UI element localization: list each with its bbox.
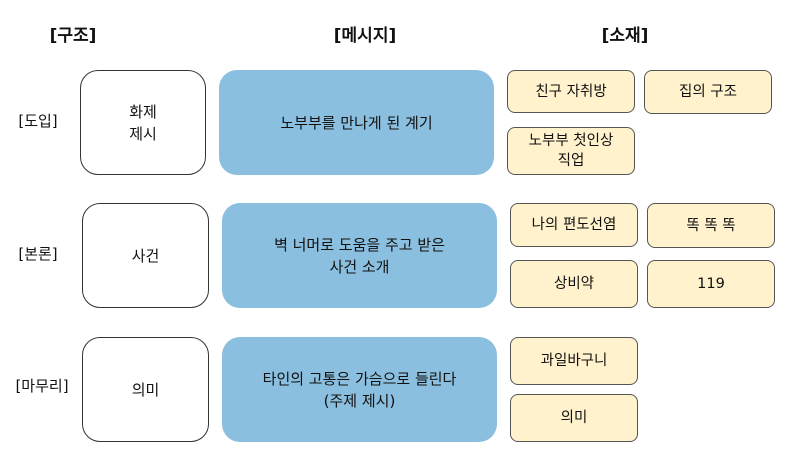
message-box-intro: 노부부를 만나게 된 계기 [219,70,494,175]
message-box-body: 벽 너머로 도움을 주고 받은 사건 소개 [222,203,497,308]
material-box: 의미 [510,394,638,442]
structure-box-body: 사건 [82,203,209,308]
header-structure: [구조] [49,25,97,46]
header-material: [소재] [601,25,649,46]
row-label-conclusion: [마무리] [15,376,69,395]
material-box: 똑 똑 똑 [647,203,775,248]
structure-box-conclusion: 의미 [82,337,209,442]
material-box: 119 [647,260,775,308]
material-box: 친구 자취방 [507,70,635,113]
material-box: 집의 구조 [644,70,772,114]
structure-box-intro: 화제 제시 [80,70,206,175]
material-box: 나의 편도선염 [510,203,638,247]
material-box: 상비약 [510,260,638,308]
message-box-conclusion: 타인의 고통은 가슴으로 들린다 (주제 제시) [222,337,497,442]
row-label-body: [본론] [18,244,58,263]
material-box: 과일바구니 [510,337,638,385]
header-message: [메시지] [333,25,397,46]
material-box: 노부부 첫인상 직업 [507,127,635,175]
row-label-intro: [도입] [18,111,58,130]
